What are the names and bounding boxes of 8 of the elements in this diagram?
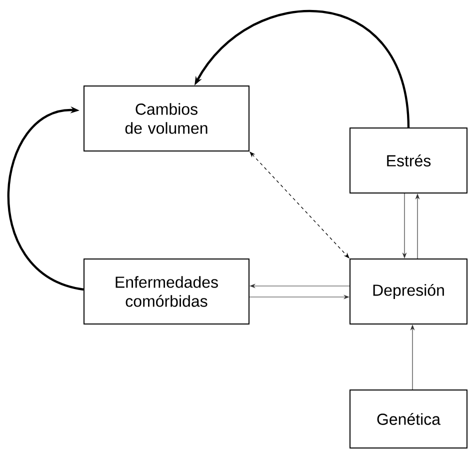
box: Cambios de volumen xyxy=(84,86,250,152)
box: Genética xyxy=(350,389,468,448)
arrow xyxy=(7,106,84,291)
arrow xyxy=(194,10,410,128)
box: Enfermedades comórbidas xyxy=(84,258,250,324)
arrow xyxy=(250,152,350,258)
box: Depresión xyxy=(350,258,468,324)
box: Estrés xyxy=(350,128,468,194)
